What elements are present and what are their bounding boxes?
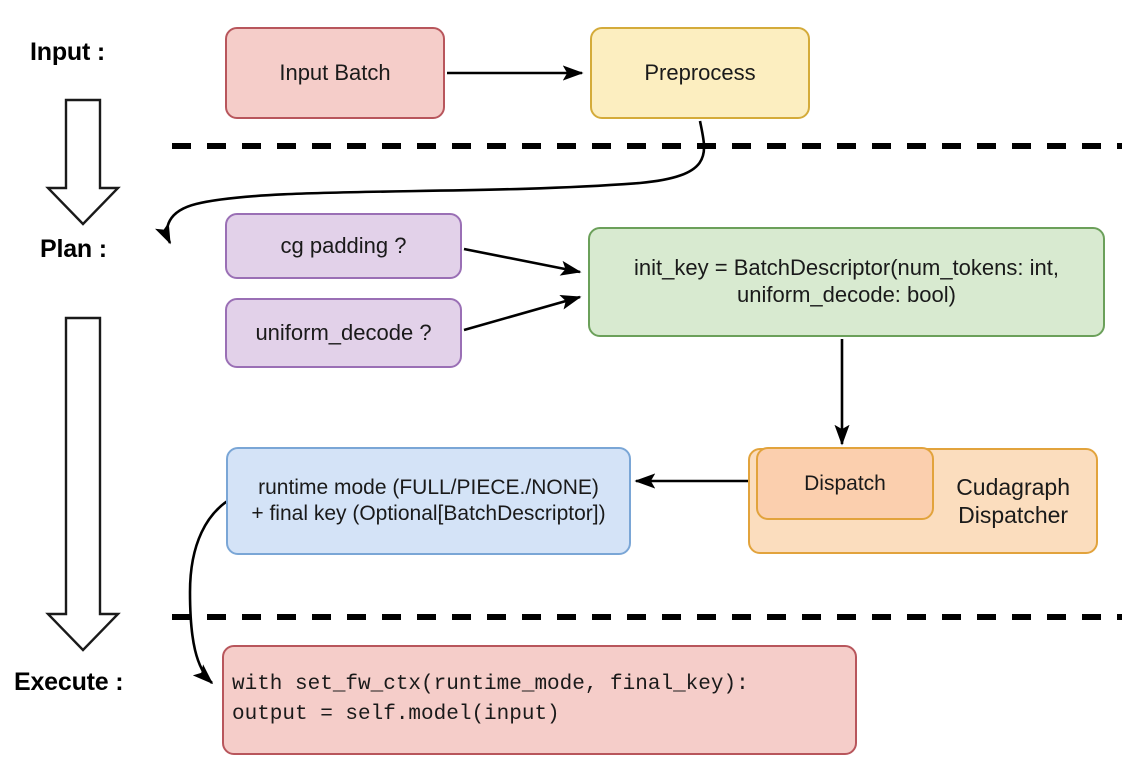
node-preprocess[interactable]: Preprocess — [590, 27, 810, 119]
node-exec-code-label: with set_fw_ctx(runtime_mode, final_key)… — [232, 673, 749, 726]
plan-to-execute-arrow — [45, 316, 121, 652]
node-uniform-decode[interactable]: uniform_decode ? — [225, 298, 462, 368]
edge-uniform-decode-to-init-key — [463, 295, 582, 332]
node-runtime-mode-label: runtime mode (FULL/PIECE./NONE) + final … — [251, 476, 606, 525]
node-cudagraph-dispatcher-label: Cudagraph Dispatcher — [956, 473, 1070, 528]
node-runtime-mode[interactable]: runtime mode (FULL/PIECE./NONE) + final … — [226, 447, 631, 555]
node-cg-padding-label: cg padding ? — [280, 232, 407, 258]
node-dispatch-label: Dispatch — [804, 471, 886, 495]
node-dispatch[interactable]: Dispatch — [756, 447, 934, 520]
stage-label-input: Input : — [30, 38, 105, 66]
edge-cg-padding-to-init-key — [463, 247, 582, 276]
node-exec-code[interactable]: with set_fw_ctx(runtime_mode, final_key)… — [222, 645, 857, 755]
stage-label-execute: Execute : — [14, 668, 124, 696]
node-input-batch-label: Input Batch — [279, 59, 391, 85]
node-init-key-label: init_key = BatchDescriptor(num_tokens: i… — [634, 255, 1059, 307]
input-to-plan-arrow — [45, 98, 121, 226]
node-preprocess-label: Preprocess — [644, 59, 756, 85]
node-input-batch[interactable]: Input Batch — [225, 27, 445, 119]
node-cg-padding[interactable]: cg padding ? — [225, 213, 462, 279]
edge-runtime-mode-to-exec-code — [188, 495, 235, 685]
node-init-key[interactable]: init_key = BatchDescriptor(num_tokens: i… — [588, 227, 1105, 337]
stage-label-plan: Plan : — [40, 235, 107, 263]
edge-preprocess-to-cg-padding — [155, 120, 706, 245]
node-uniform-decode-label: uniform_decode ? — [255, 319, 432, 345]
